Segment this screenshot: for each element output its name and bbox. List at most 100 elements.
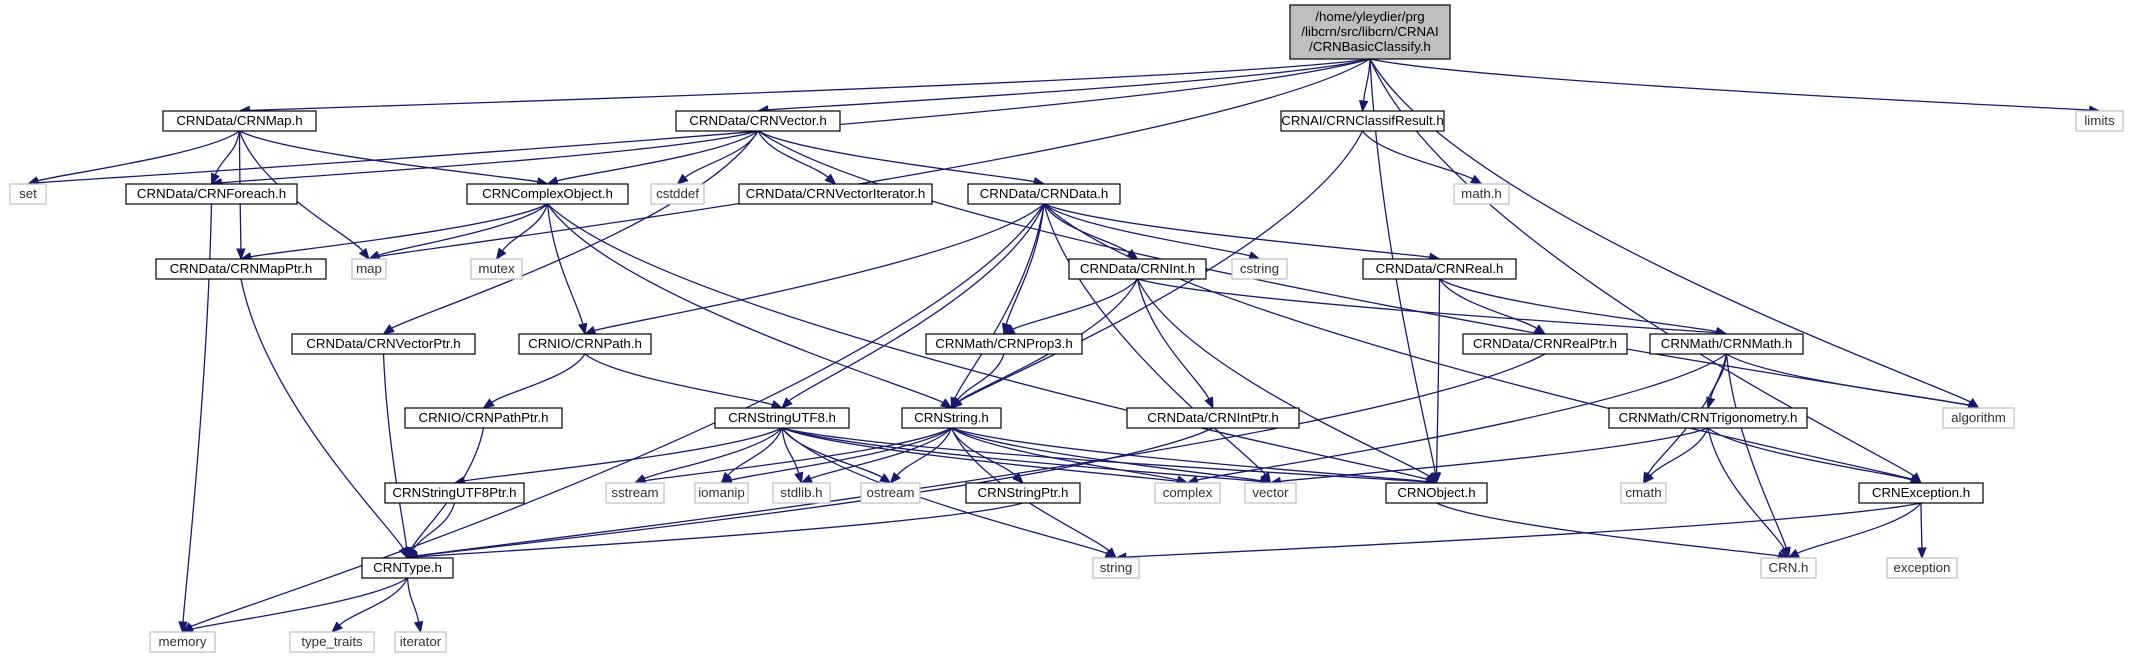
- node-crnmath[interactable]: CRNMath/CRNMath.h: [1649, 333, 1804, 355]
- node-crnvector[interactable]: CRNData/CRNVector.h: [675, 110, 841, 132]
- node-vectoriterator[interactable]: CRNData/CRNVectorIterator.h: [738, 183, 933, 205]
- node-crnint[interactable]: CRNData/CRNInt.h: [1068, 258, 1207, 280]
- edge-line: [412, 502, 456, 551]
- edge-crnstring-to-ostream: [889, 427, 953, 485]
- node-label: CRNData/CRNInt.h: [1080, 261, 1195, 276]
- edge-stringutf8-to-ostream: [781, 427, 892, 484]
- node-crndata[interactable]: CRNData/CRNData.h: [967, 183, 1121, 205]
- node-foreach[interactable]: CRNData/CRNForeach.h: [125, 183, 298, 205]
- edge-crnvector-to-complexobject: [546, 130, 759, 186]
- edge-crnmath-to-algorithm: [1726, 353, 1980, 410]
- edge-line: [788, 203, 1045, 402]
- edge-line: [954, 203, 1045, 399]
- node-box: [394, 631, 447, 653]
- edge-line: [1726, 353, 1970, 406]
- edge-line: [730, 427, 952, 481]
- edge-crnint-to-crnmath: [1137, 278, 1728, 338]
- edge-prop3-to-crnstring: [950, 353, 1005, 410]
- node-label: CRNStringUTF8Ptr.h: [392, 485, 516, 500]
- node-ostream: ostream: [860, 482, 921, 504]
- edge-utf8ptr-to-crntype: [406, 502, 456, 560]
- node-cmath: cmath: [1620, 482, 1667, 504]
- node-box: [738, 183, 933, 205]
- edge-line: [391, 130, 759, 329]
- node-crnreal[interactable]: CRNData/CRNReal.h: [1362, 258, 1517, 280]
- edges-layer: [26, 58, 2101, 634]
- node-box: [351, 258, 387, 280]
- node-crnh: CRN.h: [1760, 557, 1817, 579]
- node-label: complex: [1163, 485, 1213, 500]
- node-stringptr[interactable]: CRNStringPtr.h: [965, 482, 1081, 504]
- edge-line: [1043, 203, 1130, 254]
- node-iterator: iterator: [394, 631, 447, 653]
- node-utf8ptr[interactable]: CRNStringUTF8Ptr.h: [384, 482, 525, 504]
- node-pathptr[interactable]: CRNIO/CRNPathPtr.h: [404, 407, 563, 429]
- arrowhead: [950, 396, 962, 410]
- arrowhead: [210, 172, 220, 186]
- edge-trig-to-cmath: [1642, 427, 1709, 484]
- node-prop3[interactable]: CRNMath/CRNProp3.h: [925, 333, 1083, 355]
- edge-line: [1137, 278, 1717, 334]
- node-vectorptr[interactable]: CRNData/CRNVectorPtr.h: [291, 333, 476, 355]
- node-label: CRNData/CRNVectorPtr.h: [306, 336, 460, 351]
- node-box: [1068, 258, 1207, 280]
- node-stringutf8[interactable]: CRNStringUTF8.h: [714, 407, 850, 429]
- node-realptr[interactable]: CRNData/CRNRealPtr.h: [1462, 333, 1628, 355]
- node-crntype[interactable]: CRNType.h: [361, 557, 454, 579]
- edge-line: [491, 353, 586, 403]
- node-label: cmath: [1625, 485, 1661, 500]
- edge-line: [37, 58, 1371, 184]
- node-box: [149, 631, 216, 653]
- edge-crntype-to-type_traits: [331, 577, 409, 633]
- edge-root-to-algorithm: [1369, 58, 1980, 409]
- node-trig[interactable]: CRNMath/CRNTrigonometry.h: [1608, 407, 1808, 429]
- edge-line: [1647, 353, 1728, 475]
- node-box: [1126, 407, 1300, 429]
- node-box: [965, 482, 1081, 504]
- edge-line: [378, 203, 548, 256]
- node-label: memory: [158, 634, 206, 649]
- edge-crnexception-to-crnh: [1787, 502, 1922, 559]
- node-label: /libcrn/src/libcrn/CRNAI: [1301, 24, 1438, 39]
- edge-line: [417, 502, 1024, 558]
- edge-crnmath-to-trig: [1706, 353, 1728, 410]
- node-crnstring[interactable]: CRNString.h: [901, 407, 1002, 429]
- node-crnobject[interactable]: CRNObject.h: [1385, 482, 1488, 504]
- node-label: limits: [2084, 113, 2115, 128]
- arrowhead: [1431, 472, 1442, 485]
- node-label: CRNData/CRNRealPtr.h: [1473, 336, 1617, 351]
- edge-line: [1012, 278, 1139, 330]
- edge-line: [810, 427, 952, 480]
- edge-line: [727, 427, 783, 476]
- node-complexobject[interactable]: CRNComplexObject.h: [466, 183, 629, 205]
- node-label: cstring: [1240, 261, 1279, 276]
- node-label: algorithm: [1951, 410, 2006, 425]
- node-vector: vector: [1244, 482, 1297, 504]
- edge-crnreal-to-realptr: [1438, 278, 1547, 335]
- node-type_traits: type_traits: [289, 631, 375, 653]
- node-label: CRNComplexObject.h: [482, 186, 613, 201]
- node-crnmap[interactable]: CRNData/CRNMap.h: [162, 110, 317, 132]
- node-cstring: cstring: [1231, 258, 1288, 280]
- node-root[interactable]: /home/yleydier/prg/libcrn/src/libcrn/CRN…: [1289, 4, 1451, 60]
- edge-crnpath-to-pathptr: [482, 353, 586, 409]
- edge-stringutf8-to-iomanip: [720, 427, 783, 485]
- edge-line: [1280, 427, 1709, 483]
- edge-line: [1435, 278, 1441, 474]
- edge-line: [951, 427, 1261, 482]
- node-label: CRNData/CRNForeach.h: [137, 186, 286, 201]
- node-crnpath[interactable]: CRNIO/CRNPath.h: [518, 333, 652, 355]
- node-box: [1362, 258, 1517, 280]
- edge-line: [1362, 58, 1371, 102]
- node-crnexception[interactable]: CRNException.h: [1858, 482, 1984, 504]
- edge-complexobject-to-crnstring: [546, 203, 953, 409]
- node-mapptr[interactable]: CRNData/CRNMapPtr.h: [155, 258, 327, 280]
- node-box: [1886, 557, 1958, 579]
- edge-line: [556, 130, 759, 182]
- node-intptr[interactable]: CRNData/CRNIntPtr.h: [1126, 407, 1300, 429]
- node-classifresult[interactable]: CRNAI/CRNClassifResult.h: [1280, 110, 1445, 132]
- node-box: [361, 557, 454, 579]
- edge-crndata-to-crnpath: [583, 203, 1045, 335]
- edge-line: [951, 427, 1179, 481]
- edge-crnint-to-intptr: [1136, 278, 1214, 410]
